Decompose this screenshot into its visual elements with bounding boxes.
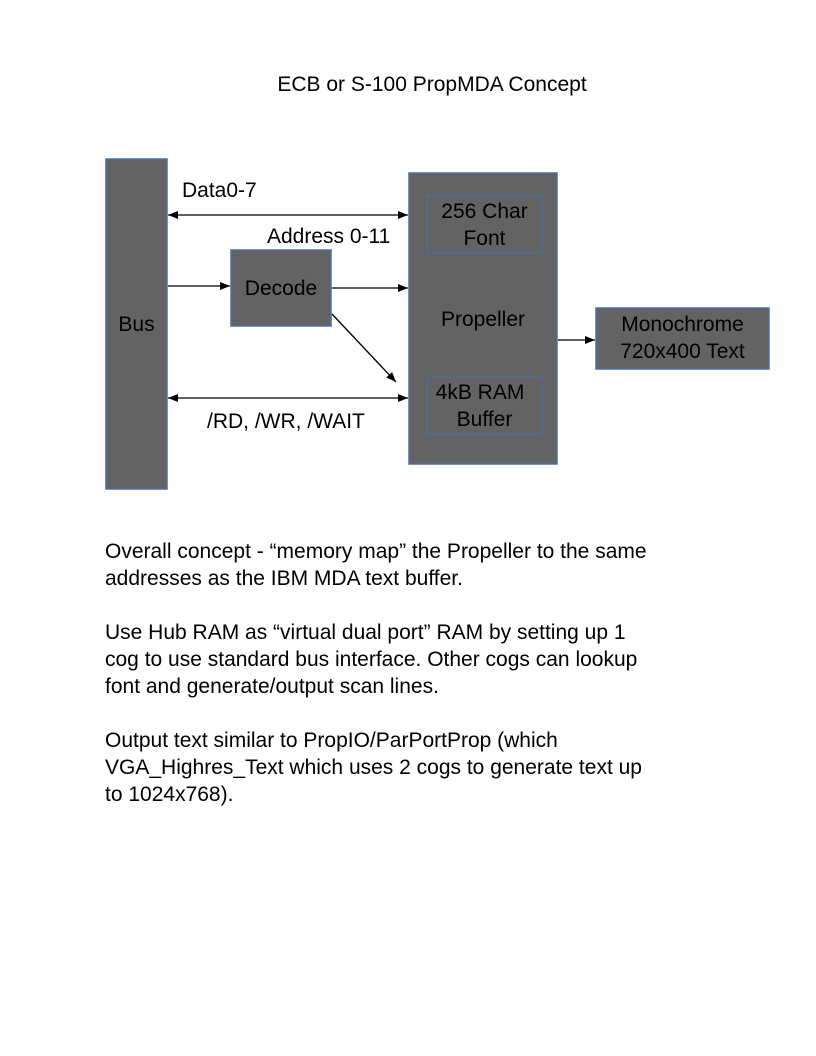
note-paragraph-3: Output text similar to PropIO/ParPortPro… [105,729,642,806]
monitor-block [595,307,770,370]
ram-box-line-2: Buffer [457,408,513,431]
data-signal-label: Data0-7 [182,179,257,202]
note-paragraph-1: Overall concept - “memory map” the Prope… [105,540,647,590]
concept-notes: Overall concept - “memory map” the Prope… [105,538,745,835]
font-rom-box [426,195,543,254]
font-box-line-2: Font [463,227,505,250]
ram-buffer-box [426,376,543,435]
ram-box-line-1: 4kB RAM [436,381,525,404]
bus-block [105,158,168,490]
decode-block [230,249,332,327]
bus-label: Bus [118,313,154,336]
decode-to-ram-arrow [331,313,397,383]
note-paragraph-2: Use Hub RAM as “virtual dual port” RAM b… [105,621,638,698]
monitor-line-1: Monochrome [621,313,744,336]
page-title: ECB or S-100 PropMDA Concept [277,73,587,96]
control-signal-label: /RD, /WR, /WAIT [207,410,365,433]
monitor-line-2: 720x400 Text [620,340,745,363]
address-signal-label: Address 0-11 [267,225,390,248]
propeller-label: Propeller [441,308,525,331]
decode-label: Decode [245,277,317,300]
font-box-line-1: 256 Char [441,200,527,223]
